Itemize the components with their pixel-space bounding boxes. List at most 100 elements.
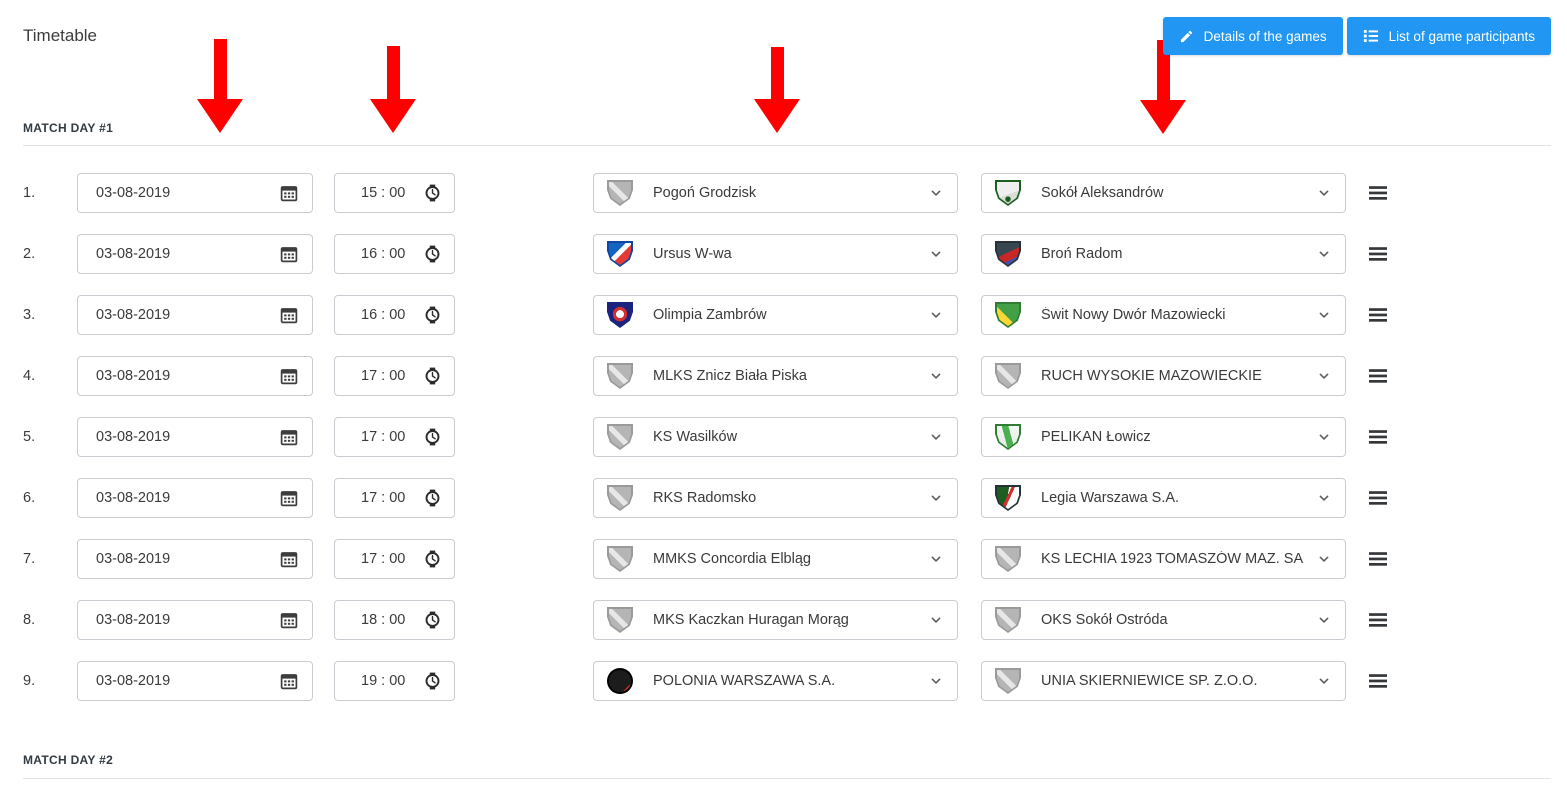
time-input[interactable]: 18 : 00 [334, 600, 455, 640]
away-team-name: OKS Sokół Ostróda [1041, 612, 1168, 628]
clock-icon[interactable] [424, 672, 441, 690]
time-value: 16 : 00 [361, 307, 406, 323]
drag-handle-icon[interactable] [1368, 368, 1388, 384]
home-team-select[interactable]: MMKS Concordia Elbląg [593, 539, 958, 579]
date-input[interactable]: 03-08-2019 [77, 356, 313, 396]
match-day-1-rows: 1. 03-08-2019 15 : 00 [0, 146, 1567, 701]
away-team-select[interactable]: Świt Nowy Dwór Mazowiecki [981, 295, 1346, 335]
clock-icon[interactable] [424, 245, 441, 263]
away-team-select[interactable]: Sokół Aleksandrów [981, 173, 1346, 213]
home-team-crest-icon [607, 607, 633, 633]
time-input[interactable]: 17 : 00 [334, 356, 455, 396]
away-team-select[interactable]: Legia Warszawa S.A. [981, 478, 1346, 518]
details-of-games-button[interactable]: Details of the games [1162, 17, 1343, 55]
match-row: 9. 03-08-2019 19 : 00 [0, 661, 1567, 701]
away-team-crest-icon [995, 363, 1021, 389]
drag-handle-icon[interactable] [1368, 551, 1388, 567]
time-input[interactable]: 17 : 00 [334, 417, 455, 457]
clock-icon[interactable] [424, 550, 441, 568]
drag-handle-icon[interactable] [1368, 490, 1388, 506]
away-team-select[interactable]: RUCH WYSOKIE MAZOWIECKIE [981, 356, 1346, 396]
date-input[interactable]: 03-08-2019 [77, 173, 313, 213]
drag-handle-icon[interactable] [1368, 307, 1388, 323]
date-input[interactable]: 03-08-2019 [77, 539, 313, 579]
date-value: 03-08-2019 [96, 612, 171, 628]
clock-icon[interactable] [424, 489, 441, 507]
away-team-crest-icon [995, 180, 1021, 206]
time-value: 17 : 00 [361, 490, 406, 506]
clock-icon[interactable] [424, 611, 441, 629]
time-input[interactable]: 15 : 00 [334, 173, 455, 213]
drag-handle-icon[interactable] [1368, 185, 1388, 201]
calendar-icon[interactable] [280, 367, 298, 385]
home-team-select[interactable]: POLONIA WARSZAWA S.A. [593, 661, 958, 701]
time-input[interactable]: 16 : 00 [334, 234, 455, 274]
calendar-icon[interactable] [280, 306, 298, 324]
chevron-down-icon [929, 430, 943, 444]
clock-icon[interactable] [424, 306, 441, 324]
chevron-down-icon [1317, 186, 1331, 200]
section-divider [23, 778, 1551, 779]
chevron-down-icon [1317, 613, 1331, 627]
calendar-icon[interactable] [280, 611, 298, 629]
match-row: 3. 03-08-2019 16 : 00 [0, 295, 1567, 335]
home-team-select[interactable]: Ursus W-wa [593, 234, 958, 274]
date-input[interactable]: 03-08-2019 [77, 600, 313, 640]
calendar-icon[interactable] [280, 550, 298, 568]
clock-icon[interactable] [424, 428, 441, 446]
chevron-down-icon [1317, 247, 1331, 261]
away-team-select[interactable]: OKS Sokół Ostróda [981, 600, 1346, 640]
date-value: 03-08-2019 [96, 246, 171, 262]
away-team-name: Świt Nowy Dwór Mazowiecki [1041, 307, 1226, 323]
home-team-select[interactable]: Olimpia Zambrów [593, 295, 958, 335]
pencil-icon [1179, 29, 1194, 44]
home-team-select[interactable]: MKS Kaczkan Huragan Morąg [593, 600, 958, 640]
away-team-select[interactable]: Broń Radom [981, 234, 1346, 274]
chevron-down-icon [929, 674, 943, 688]
drag-handle-icon[interactable] [1368, 673, 1388, 689]
page-header: Timetable Details of the games List of g… [0, 0, 1567, 146]
date-input[interactable]: 03-08-2019 [77, 295, 313, 335]
chevron-down-icon [929, 308, 943, 322]
home-team-name: MKS Kaczkan Huragan Morąg [653, 612, 849, 628]
match-row: 7. 03-08-2019 17 : 00 [0, 539, 1567, 579]
away-team-select[interactable]: KS LECHIA 1923 TOMASZÓW MAZ. SA [981, 539, 1346, 579]
away-team-crest-icon [995, 424, 1021, 450]
time-input[interactable]: 17 : 00 [334, 539, 455, 579]
date-value: 03-08-2019 [96, 551, 171, 567]
drag-handle-icon[interactable] [1368, 246, 1388, 262]
calendar-icon[interactable] [280, 184, 298, 202]
chevron-down-icon [1317, 369, 1331, 383]
clock-icon[interactable] [424, 184, 441, 202]
away-team-select[interactable]: UNIA SKIERNIEWICE SP. Z.O.O. [981, 661, 1346, 701]
away-team-select[interactable]: PELIKAN Łowicz [981, 417, 1346, 457]
time-input[interactable]: 19 : 00 [334, 661, 455, 701]
drag-handle-icon[interactable] [1368, 612, 1388, 628]
home-team-select[interactable]: MLKS Znicz Biała Piska [593, 356, 958, 396]
calendar-icon[interactable] [280, 428, 298, 446]
home-team-crest-icon [607, 241, 633, 267]
calendar-icon[interactable] [280, 489, 298, 507]
list-icon [1363, 28, 1379, 44]
time-input[interactable]: 17 : 00 [334, 478, 455, 518]
home-team-select[interactable]: Pogoń Grodzisk [593, 173, 958, 213]
date-input[interactable]: 03-08-2019 [77, 661, 313, 701]
clock-icon[interactable] [424, 367, 441, 385]
home-team-crest-icon [607, 424, 633, 450]
chevron-down-icon [1317, 674, 1331, 688]
home-team-select[interactable]: RKS Radomsko [593, 478, 958, 518]
calendar-icon[interactable] [280, 672, 298, 690]
drag-handle-icon[interactable] [1368, 429, 1388, 445]
date-input[interactable]: 03-08-2019 [77, 234, 313, 274]
calendar-icon[interactable] [280, 245, 298, 263]
home-team-select[interactable]: KS Wasilków [593, 417, 958, 457]
chevron-down-icon [1317, 491, 1331, 505]
list-of-participants-button[interactable]: List of game participants [1346, 17, 1551, 55]
date-value: 03-08-2019 [96, 490, 171, 506]
away-team-crest-icon [995, 607, 1021, 633]
time-input[interactable]: 16 : 00 [334, 295, 455, 335]
date-input[interactable]: 03-08-2019 [77, 478, 313, 518]
home-team-crest-icon [607, 363, 633, 389]
date-input[interactable]: 03-08-2019 [77, 417, 313, 457]
chevron-down-icon [929, 552, 943, 566]
